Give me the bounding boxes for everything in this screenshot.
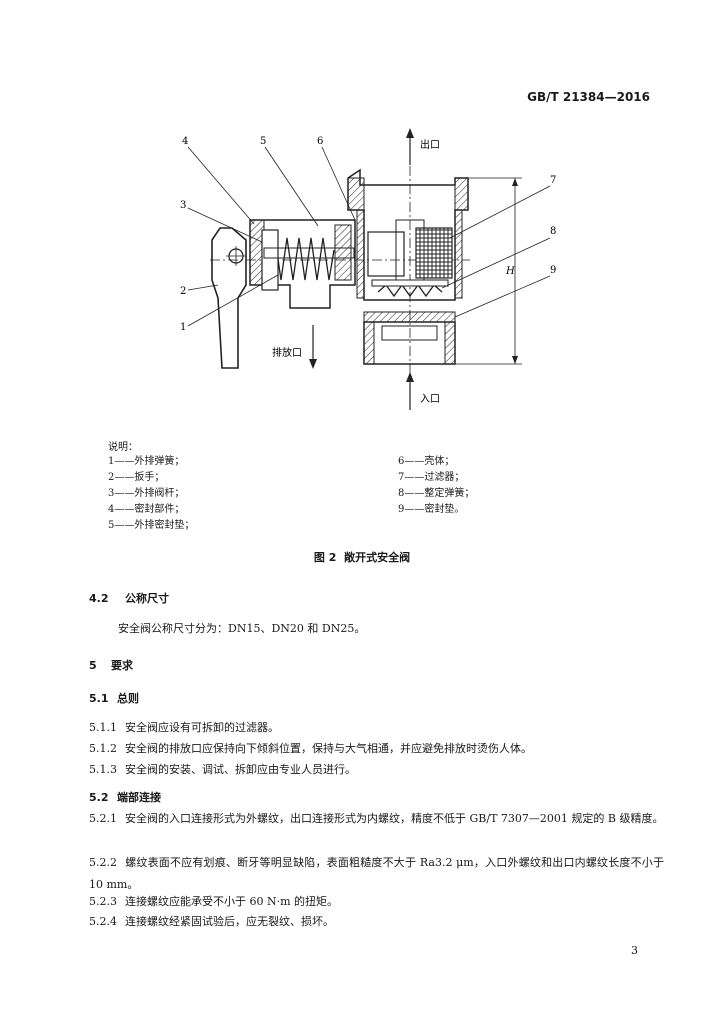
clause-5-2-3: 5.2.3 连接螺纹应能承受不小于 60 N·m 的扭矩。 bbox=[89, 893, 338, 909]
legend-item-2: 2——扳手； bbox=[108, 472, 165, 483]
legend-item-8: 8——整定弹簧； bbox=[398, 488, 475, 499]
legend-item-4: 4——密封部件； bbox=[108, 504, 185, 515]
legend-item-5: 5——外排密封垫； bbox=[108, 520, 195, 531]
callout-7: 7 bbox=[550, 175, 556, 186]
clause-5-2-1: 5.2.1 安全阀的入口连接形式为外螺纹，出口连接形式为内螺纹，精度不低于 GB/… bbox=[89, 808, 664, 830]
outlet-label: 出口 bbox=[420, 138, 440, 151]
clause-5-2-3-text: 连接螺纹应能承受不小于 60 N·m 的扭矩。 bbox=[125, 895, 339, 908]
heading-5-1: 5.1 总则 bbox=[89, 690, 139, 706]
heading-5-1-title: 总则 bbox=[117, 692, 139, 705]
standard-number: GB/T 21384—2016 bbox=[527, 90, 650, 104]
clause-5-1-3: 5.1.3 安全阀的安装、调试、拆卸应由专业人员进行。 bbox=[89, 761, 356, 777]
heading-5-number: 5 bbox=[89, 659, 97, 672]
heading-5-1-number: 5.1 bbox=[89, 692, 109, 705]
callout-6: 6 bbox=[317, 136, 323, 147]
heading-5-title: 要求 bbox=[111, 659, 133, 672]
legend-item-6: 6——壳体； bbox=[398, 456, 455, 467]
callout-2: 2 bbox=[180, 286, 186, 297]
callout-5: 5 bbox=[260, 136, 266, 147]
heading-5-2-title: 端部连接 bbox=[117, 791, 161, 804]
paragraph-4-2: 安全阀公称尺寸分为：DN15、DN20 和 DN25。 bbox=[118, 622, 366, 635]
legend-item-1: 1——外排弹簧； bbox=[108, 456, 185, 467]
clause-5-1-2-text: 安全阀的排放口应保持向下倾斜位置，保持与大气相通，并应避免排放时烫伤人体。 bbox=[125, 742, 532, 755]
clause-5-1-3-text: 安全阀的安装、调试、拆卸应由专业人员进行。 bbox=[125, 763, 356, 776]
page-number: 3 bbox=[631, 944, 638, 957]
heading-4-2-title: 公称尺寸 bbox=[125, 592, 169, 605]
heading-5-2: 5.2 端部连接 bbox=[89, 789, 161, 805]
legend-item-3: 3——外排阀杆； bbox=[108, 488, 185, 499]
clause-5-2-4-text: 连接螺纹经紧固试验后，应无裂纹、损坏。 bbox=[125, 915, 334, 928]
clause-5-2-1-number: 5.2.1 bbox=[89, 812, 117, 825]
clause-5-2-4: 5.2.4 连接螺纹经紧固试验后，应无裂纹、损坏。 bbox=[89, 913, 334, 929]
legend-left: 1——外排弹簧； 2——扳手； 3——外排阀杆； 4——密封部件； 5——外排密… bbox=[108, 454, 194, 534]
heading-4-2-number: 4.2 bbox=[89, 592, 109, 605]
heading-5-2-number: 5.2 bbox=[89, 791, 109, 804]
callout-3: 3 bbox=[180, 200, 186, 211]
clause-5-1-1-text: 安全阀应设有可拆卸的过滤器。 bbox=[125, 721, 279, 734]
legend-item-7: 7——过滤器； bbox=[398, 472, 465, 483]
clause-5-1-3-number: 5.1.3 bbox=[89, 763, 117, 776]
drain-label: 排放口 bbox=[272, 346, 302, 359]
legend-item-9: 9——密封垫。 bbox=[398, 504, 465, 515]
heading-5: 5 要求 bbox=[89, 657, 133, 673]
clause-5-2-1-text: 安全阀的入口连接形式为外螺纹，出口连接形式为内螺纹，精度不低于 GB/T 730… bbox=[125, 812, 664, 825]
clause-5-2-4-number: 5.2.4 bbox=[89, 915, 117, 928]
inlet-label: 入口 bbox=[420, 394, 440, 405]
callout-1: 1 bbox=[180, 322, 186, 333]
heading-4-2: 4.2 公称尺寸 bbox=[89, 590, 169, 606]
legend-right: 6——壳体； 7——过滤器； 8——整定弹簧； 9——密封垫。 bbox=[398, 454, 474, 518]
legend-title: 说明： bbox=[108, 442, 138, 453]
clause-5-1-1: 5.1.1 安全阀应设有可拆卸的过滤器。 bbox=[89, 719, 279, 735]
callout-4: 4 bbox=[182, 136, 188, 147]
clause-5-2-3-number: 5.2.3 bbox=[89, 895, 117, 908]
callout-8: 8 bbox=[550, 226, 556, 237]
clause-5-2-2-text: 螺纹表面不应有划痕、断牙等明显缺陷，表面粗糙度不大于 Ra3.2 μm，入口外螺… bbox=[89, 856, 664, 891]
clause-5-1-2-number: 5.1.2 bbox=[89, 742, 117, 755]
dimension-h-label: H bbox=[505, 266, 515, 277]
clause-5-1-2: 5.1.2 安全阀的排放口应保持向下倾斜位置，保持与大气相通，并应避免排放时烫伤人… bbox=[89, 740, 532, 756]
clause-5-1-1-number: 5.1.1 bbox=[89, 721, 117, 734]
callout-9: 9 bbox=[550, 265, 556, 276]
clause-5-2-2-number: 5.2.2 bbox=[89, 856, 117, 869]
figure-caption: 图 2 敞开式安全阀 bbox=[313, 551, 411, 564]
valve-cross-section-drawing: 4 5 6 3 2 1 7 8 9 H 出口 入口 排放口 bbox=[180, 128, 556, 410]
